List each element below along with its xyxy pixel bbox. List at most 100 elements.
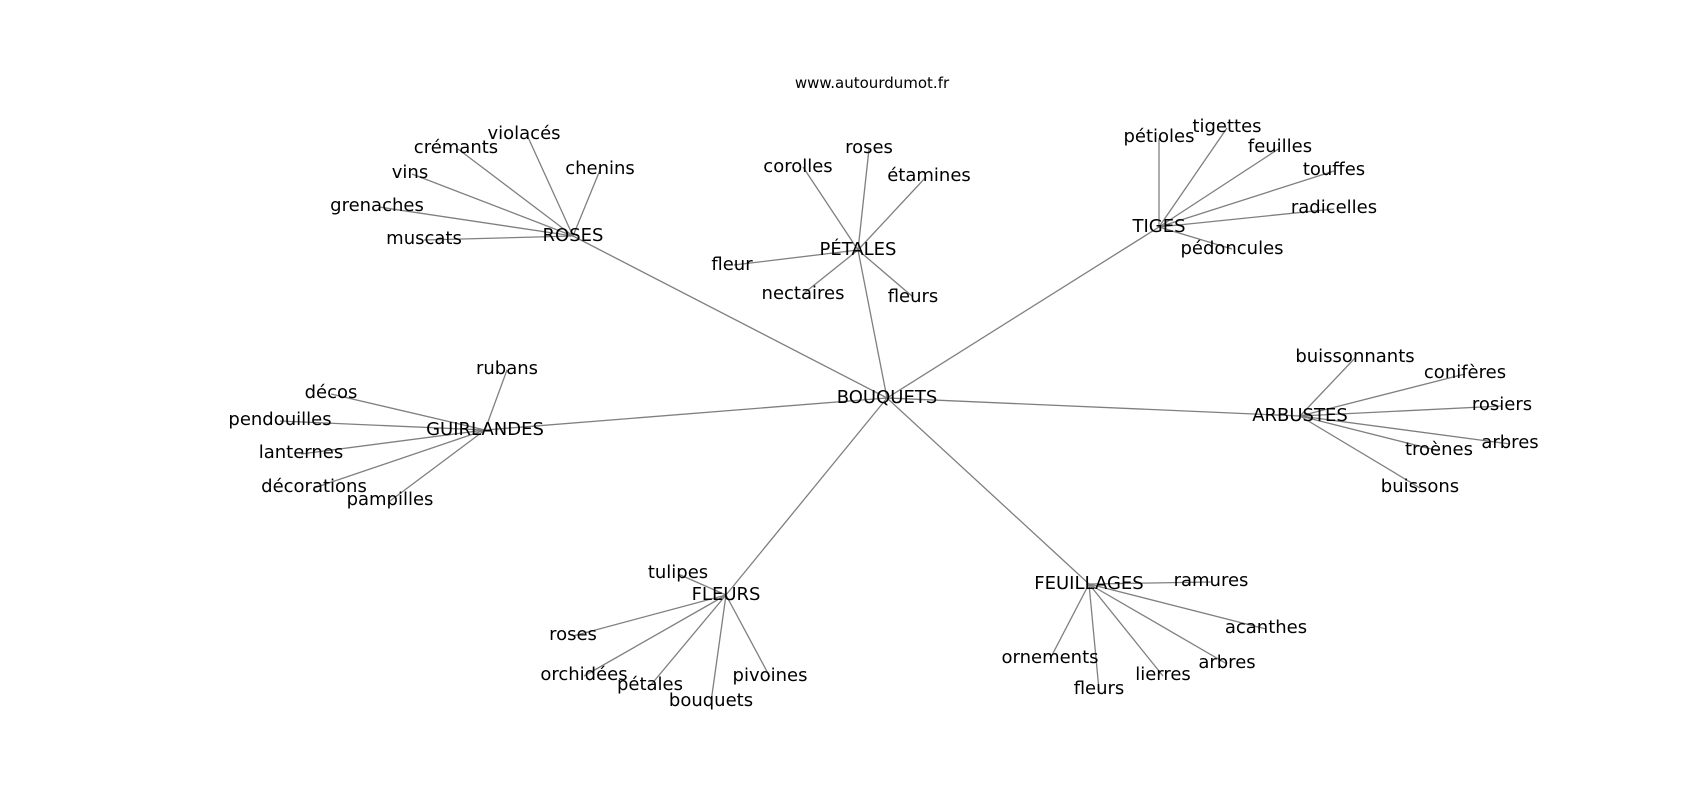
edge-cluster-word [1299,373,1466,417]
edge-cluster-word [1299,405,1503,417]
word-node[interactable]: arbres [1481,432,1538,453]
cluster-node[interactable]: GUIRLANDES [426,419,544,440]
edge-cluster-word [313,429,486,489]
edge-cluster-word [677,573,727,596]
cluster-node[interactable]: FLEURS [692,584,761,605]
word-node[interactable]: radicelles [1291,197,1377,218]
word-node[interactable]: rubans [476,358,538,379]
word-node[interactable]: violacés [487,123,560,144]
edge-cluster-word [649,594,727,687]
edge-center-cluster [484,397,888,431]
edges-layer [279,127,1511,703]
edge-cluster-word [1049,583,1090,660]
word-node[interactable]: touffes [1303,159,1365,180]
edge-cluster-word [1299,415,1440,452]
word-node[interactable]: pétioles [1123,126,1194,147]
cluster-node[interactable]: TIGES [1131,216,1185,237]
edge-cluster-word [411,173,574,237]
edge-cluster-word [802,249,859,295]
word-node[interactable]: arbres [1198,652,1255,673]
word-node[interactable]: ornements [1001,647,1098,668]
edge-cluster-word [1158,170,1335,228]
edge-center-cluster [886,226,1160,399]
edge-cluster-word [572,169,601,237]
word-node[interactable]: pampilles [347,489,434,510]
edge-cluster-word [725,594,771,678]
word-node[interactable]: crémants [414,137,498,158]
word-node[interactable]: chenins [565,158,635,179]
edge-cluster-word [1088,583,1228,665]
word-node[interactable]: lanternes [259,442,344,463]
edge-cluster-word [1088,581,1212,585]
edge-cluster-word [423,235,574,241]
word-node[interactable]: buissonnants [1295,346,1414,367]
word-node[interactable]: feuilles [1248,136,1312,157]
edge-cluster-word [300,429,486,455]
word-node[interactable]: fleurs [888,286,939,307]
edge-cluster-word [572,594,727,637]
edge-cluster-word [526,134,574,237]
edge-cluster-word [857,148,870,251]
word-node[interactable]: vins [392,162,428,183]
cluster-node[interactable]: PÉTALES [820,238,897,260]
edge-cluster-word [1158,226,1233,250]
word-node[interactable]: buissons [1381,476,1459,497]
edge-cluster-word [1088,583,1100,691]
word-node[interactable]: nectaires [762,283,845,304]
word-node[interactable]: fleurs [1074,678,1125,699]
edge-cluster-word [1299,415,1511,445]
cluster-node[interactable]: ARBUSTES [1252,405,1348,426]
word-node[interactable]: tigettes [1192,116,1261,137]
word-node[interactable]: muscats [386,228,462,249]
cluster-node[interactable]: FEUILLAGES [1034,573,1143,594]
word-node[interactable]: corolles [763,156,832,177]
center-node[interactable]: BOUQUETS [837,387,938,408]
edge-cluster-word [330,393,486,431]
edge-cluster-word [857,249,914,298]
word-node[interactable]: pédoncules [1180,238,1283,259]
edge-cluster-word [583,594,727,677]
edge-cluster-word [1299,357,1356,417]
edge-cluster-word [802,166,859,251]
edge-cluster-word [857,176,927,251]
word-node[interactable]: acanthes [1225,617,1307,638]
edge-cluster-word [457,148,574,237]
word-node[interactable]: roses [549,624,597,645]
word-node[interactable]: pendouilles [228,409,331,430]
edge-cluster-word [279,420,486,431]
word-node[interactable]: grenaches [330,195,424,216]
word-node[interactable]: décorations [261,476,367,497]
site-title: www.autourdumot.fr [795,74,950,92]
cluster-node[interactable]: ROSES [543,225,604,246]
word-node[interactable]: bouquets [669,690,753,711]
edge-cluster-word [1158,127,1228,228]
edge-center-cluster [725,397,888,596]
edge-center-cluster [886,397,1090,585]
word-node[interactable]: ramures [1174,570,1249,591]
word-node[interactable]: troènes [1405,439,1473,460]
word-node[interactable]: étamines [887,165,971,186]
word-node[interactable]: tulipes [648,562,708,583]
word-node[interactable]: conifères [1424,362,1506,383]
word-node[interactable]: lierres [1135,664,1191,685]
edge-center-cluster [886,397,1301,417]
edge-cluster-word [1158,208,1335,228]
word-node[interactable]: pétales [617,674,683,695]
word-node[interactable]: orchidées [540,664,627,685]
edge-cluster-word [389,429,486,502]
word-node[interactable]: pivoines [733,665,808,686]
edge-cluster-word [1299,415,1421,489]
word-node[interactable]: roses [845,137,893,158]
word-node[interactable]: rosiers [1472,394,1532,415]
edge-cluster-word [710,594,727,703]
edge-cluster-word [1088,583,1164,677]
word-node[interactable]: décos [305,382,358,403]
edge-cluster-word [733,249,859,266]
word-node[interactable]: fleur [711,254,753,275]
edge-center-cluster [572,235,888,399]
edge-cluster-word [1088,583,1267,630]
edge-cluster-word [378,206,574,237]
edge-center-cluster [857,249,888,399]
